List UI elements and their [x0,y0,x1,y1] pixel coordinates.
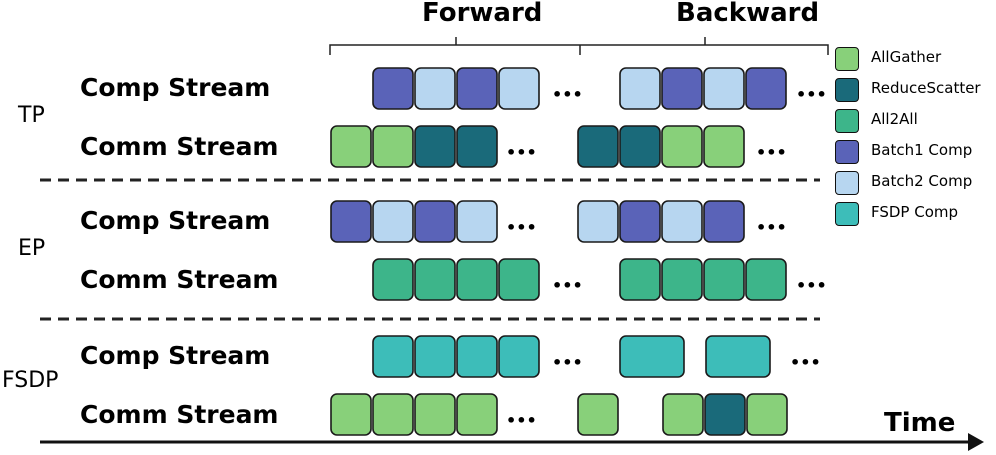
tp-comp-row-backward-block-batch2 [619,67,661,110]
tp-comp-row-backward-block-batch1 [745,67,787,110]
legend-label: AllGather [871,48,942,66]
ep-comp-row-backward-block-batch1 [619,200,661,243]
group-label-ep: EP [18,236,46,261]
legend-item-reducescatter: ReduceScatter [835,78,995,102]
fsdp-comm-row-forward-block-allgather [456,393,498,436]
ellipsis-continuation: ••• [756,218,787,237]
ep-comm-row-backward-block-all2all [661,258,703,301]
ep-comp-row-backward-block-batch1 [703,200,745,243]
ellipsis-continuation: ••• [506,218,537,237]
ep-comm-row-backward-block-all2all [745,258,787,301]
tp-comp-row-forward-block-batch1 [456,67,498,110]
ep-comm-row-forward-block-all2all [372,258,414,301]
legend-label: ReduceScatter [871,79,981,97]
tp-comp-row-backward-block-batch2 [703,67,745,110]
ep-comm-row-forward-block-all2all [456,258,498,301]
fsdp-comm-row-backward-block-allgather [577,393,619,436]
ellipsis-continuation: ••• [796,85,827,104]
ep-comp-row-backward-block-batch2 [661,200,703,243]
fsdp-comp-stream-label: Comp Stream [80,341,271,370]
fsdp-comp-row-backward-block-fsdp [619,335,685,378]
legend-swatch [835,140,859,164]
legend-swatch [835,47,859,71]
ep-comp-stream-label: Comp Stream [80,206,271,235]
ellipsis-continuation: ••• [756,143,787,162]
legend-item-all2all: All2All [835,109,995,133]
tp-comm-row-forward-block-reducescatter [414,125,456,168]
tp-comm-row-backward-block-allgather [703,125,745,168]
fsdp-comm-row-backward-block-reducescatter [704,393,746,436]
time-axis-label: Time [884,408,956,438]
fsdp-comm-row-forward-block-allgather [414,393,456,436]
fsdp-comm-stream-label: Comm Stream [80,400,279,429]
legend-label: Batch1 Comp [871,141,973,159]
legend-label: All2All [871,110,918,128]
phase-bracket [329,37,829,55]
ep-comm-row-forward-block-all2all [414,258,456,301]
legend-label: Batch2 Comp [871,172,973,190]
tp-comp-row-forward-block-batch2 [414,67,456,110]
legend-swatch [835,78,859,102]
legend-swatch [835,109,859,133]
legend-item-fsdp: FSDP Comp [835,202,995,226]
ellipsis-continuation: ••• [552,276,583,295]
ep-comp-row-forward-block-batch2 [372,200,414,243]
tp-comm-row-forward-block-allgather [372,125,414,168]
ep-comp-row-forward-block-batch1 [330,200,372,243]
group-label-fsdp: FSDP [2,368,59,393]
legend-item-allgather: AllGather [835,47,995,71]
tp-comm-row-backward-block-allgather [661,125,703,168]
fsdp-comp-row-forward-block-fsdp [414,335,456,378]
tp-comm-stream-label: Comm Stream [80,132,279,161]
tp-comp-row-backward-block-batch1 [661,67,703,110]
group-label-tp: TP [18,103,45,128]
legend-item-batch2: Batch2 Comp [835,171,995,195]
ep-comm-row-backward-block-all2all [619,258,661,301]
fsdp-comp-row-forward-block-fsdp [456,335,498,378]
legend-swatch [835,171,859,195]
legend-item-batch1: Batch1 Comp [835,140,995,164]
ep-comm-stream-label: Comm Stream [80,265,279,294]
ellipsis-continuation: ••• [552,85,583,104]
ep-comp-row-forward-block-batch1 [414,200,456,243]
ep-comp-row-backward-block-batch2 [577,200,619,243]
ep-comm-row-backward-block-all2all [703,258,745,301]
tp-comm-row-backward-block-reducescatter [577,125,619,168]
fsdp-comp-row-backward-block-fsdp [705,335,771,378]
block-layer: ••• ••• ••• ••• ••• ••• ••• ••• ••• ••• ••• [330,67,827,436]
fsdp-comp-row-forward-block-fsdp [372,335,414,378]
forward-label: Forward [422,0,543,28]
ellipsis-continuation: ••• [796,276,827,295]
tp-comp-row-forward-block-batch2 [498,67,540,110]
ep-comm-row-forward-block-all2all [498,258,540,301]
tp-comm-row-forward-block-reducescatter [456,125,498,168]
ellipsis-continuation: ••• [790,353,821,372]
tp-comm-row-forward-block-allgather [330,125,372,168]
fsdp-comm-row-forward-block-allgather [330,393,372,436]
ellipsis-continuation: ••• [506,143,537,162]
legend-label: FSDP Comp [871,203,959,221]
fsdp-comm-row-backward-block-allgather [746,393,788,436]
tp-comm-row-backward-block-reducescatter [619,125,661,168]
tp-comp-stream-label: Comp Stream [80,73,271,102]
time-axis-arrowhead [968,433,984,451]
fsdp-comm-row-backward-block-allgather [662,393,704,436]
ellipsis-continuation: ••• [552,353,583,372]
legend-swatch [835,202,859,226]
backward-label: Backward [676,0,820,28]
fsdp-comm-row-forward-block-allgather [372,393,414,436]
fsdp-comp-row-forward-block-fsdp [498,335,540,378]
ellipsis-continuation: ••• [506,411,537,430]
ep-comp-row-forward-block-batch2 [456,200,498,243]
tp-comp-row-forward-block-batch1 [372,67,414,110]
